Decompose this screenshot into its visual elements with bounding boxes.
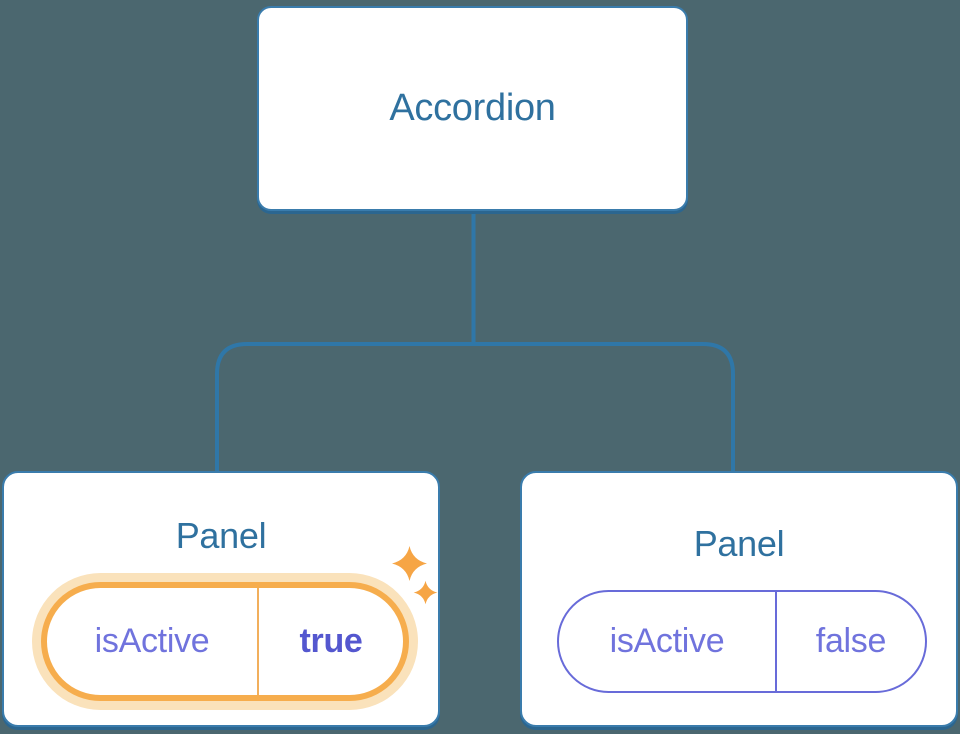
connector-branch [215, 342, 735, 471]
state-key: isActive [94, 622, 210, 660]
panel-title: Panel [175, 515, 267, 556]
state-pill-inactive: isActive false [557, 590, 927, 693]
component-node-accordion: Accordion [257, 6, 688, 211]
panel-title: Panel [693, 523, 785, 564]
sparkle-icon [392, 546, 427, 581]
state-value: false [774, 592, 925, 691]
state-key: isActive [609, 622, 725, 660]
component-node-panel-active: Panel isActive true [2, 471, 440, 727]
state-pill-active: isActive true [41, 582, 409, 701]
sparkle-icon [413, 580, 438, 605]
component-node-panel-inactive: Panel isActive false [520, 471, 958, 727]
state-value: true [257, 588, 403, 695]
accordion-label: Accordion [389, 87, 556, 129]
